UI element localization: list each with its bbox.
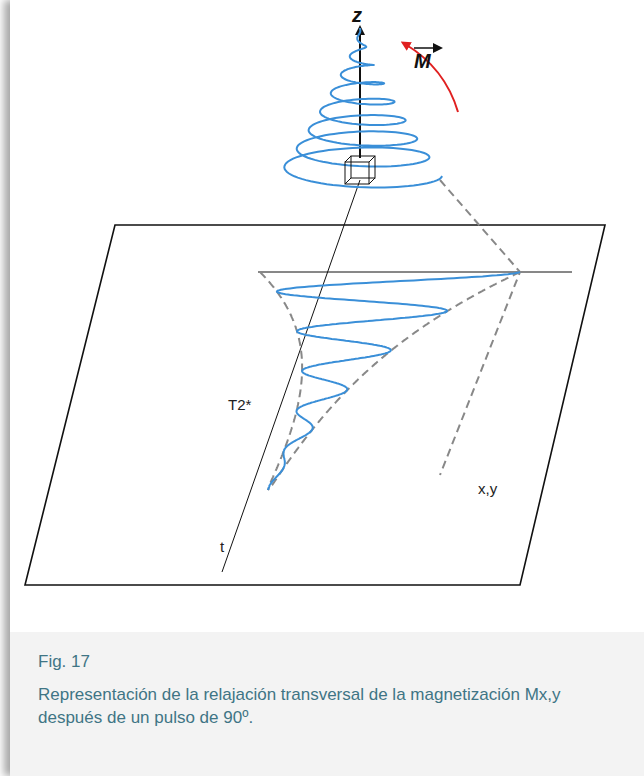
decay-signal <box>268 272 520 490</box>
reference-line <box>258 272 572 273</box>
figure-number: Fig. 17 <box>38 652 90 672</box>
t2-envelope <box>268 272 520 490</box>
t2-envelope <box>260 272 302 490</box>
projection-line <box>440 180 520 475</box>
plane-label: x,y <box>478 480 497 497</box>
time-constant-label: T2* <box>228 396 251 413</box>
voxel-cube <box>345 156 375 184</box>
axis-label: z <box>352 4 362 27</box>
axis-label: t <box>220 538 224 555</box>
vector-label: M <box>414 50 431 73</box>
vector-arrow <box>414 47 438 49</box>
xy-plane <box>25 225 605 585</box>
precession-helix <box>284 28 442 188</box>
time-axis <box>222 180 360 572</box>
rotation-arrow <box>405 44 458 112</box>
figure-caption: Representación de la relajación transver… <box>38 684 598 730</box>
